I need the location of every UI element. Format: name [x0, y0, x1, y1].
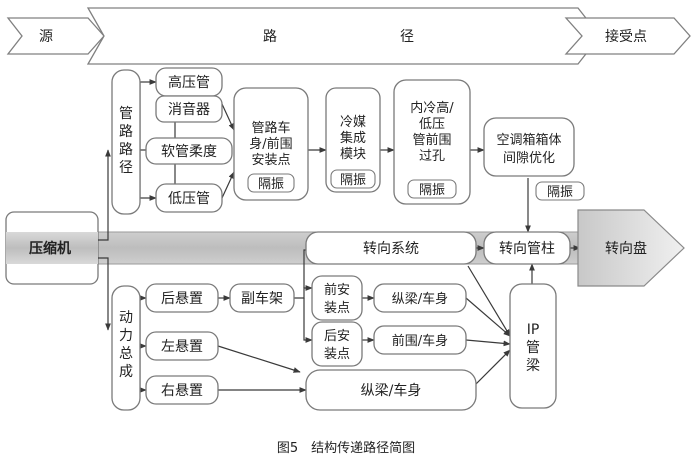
body-mount-line-1: 管路车 — [251, 120, 290, 136]
pipeline-char-4: 径 — [119, 160, 133, 176]
right-mount-box — [145, 375, 219, 405]
rail-body-2-box — [305, 369, 477, 411]
ip-beam-box — [509, 283, 557, 409]
low-pressure-pipe-label: 低压管 — [168, 191, 210, 207]
steering-system-box — [305, 231, 477, 265]
powertrain-char-3: 总 — [119, 346, 133, 362]
dash-line-3: 管前围 — [412, 132, 451, 148]
left-mount-box — [145, 331, 219, 361]
rail-body-1-label: 纵梁/车身 — [392, 291, 448, 307]
hvac-gap-box — [483, 117, 575, 177]
body-mount-iso-label: 隔振 — [258, 177, 284, 192]
left-mount-label: 左悬置 — [161, 339, 203, 355]
powertrain-char-2: 力 — [119, 328, 133, 344]
header-receiver-label: 接受点 — [605, 28, 647, 45]
subframe-box — [229, 283, 295, 313]
figure-caption: 图5 结构传递路径简图 — [277, 440, 415, 456]
front-mount-point-line-2: 装点 — [324, 301, 350, 316]
refrigerant-line-3: 模块 — [340, 147, 366, 162]
rail-body-2-label: 纵梁/车身 — [361, 382, 422, 399]
body-mount-iso-box — [247, 173, 295, 193]
steering-wheel-label: 转向盘 — [605, 240, 647, 257]
muffler-box — [155, 95, 223, 123]
rear-mount-point-line-2: 装点 — [324, 347, 350, 362]
refrigerant-iso-box — [330, 169, 376, 189]
low-pressure-pipe-box — [155, 183, 223, 213]
right-mount-label: 右悬置 — [161, 383, 203, 399]
powertrain-char-4: 成 — [119, 364, 133, 380]
muffler-label: 消音器 — [168, 101, 210, 118]
rear-mount-box — [145, 283, 219, 313]
body-mount-box — [233, 87, 309, 201]
dash-line-2: 低压 — [419, 117, 445, 132]
ip-beam-line-2: 管 — [526, 340, 540, 356]
refrigerant-line-2: 集成 — [340, 130, 366, 146]
steering-column-box — [483, 231, 571, 265]
header-source-label: 源 — [39, 29, 53, 45]
header-path-chevron — [86, 7, 601, 65]
body-mount-line-2: 身/前围 — [249, 136, 292, 152]
ip-beam-line-3: 梁 — [526, 358, 540, 374]
refrigerant-line-1: 冷媒 — [340, 115, 366, 130]
steering-system-label: 转向系统 — [363, 241, 419, 257]
rear-mount-label: 后悬置 — [161, 291, 203, 307]
dash-iso-box — [407, 179, 457, 199]
hose-flex-label: 软管柔度 — [161, 144, 217, 160]
ip-beam-line-1: IP — [527, 322, 540, 338]
body-mount-line-3: 安装点 — [251, 153, 290, 168]
steering-wheel-arrow — [577, 209, 685, 287]
refrigerant-iso-label: 隔振 — [340, 173, 366, 188]
powertrain-box — [111, 285, 141, 411]
pipeline-char-3: 路 — [119, 142, 133, 158]
compressor-band-overlay — [6, 232, 98, 264]
pipeline-char-2: 路 — [119, 124, 133, 140]
powertrain-char-1: 动 — [119, 310, 133, 326]
dash-line-1: 内冷高/ — [410, 100, 454, 116]
dash-iso-label: 隔振 — [419, 183, 445, 198]
hose-flex-box — [145, 137, 233, 165]
hvac-line-2: 间隙优化 — [503, 151, 555, 166]
subframe-label: 副车架 — [241, 290, 283, 307]
hvac-iso-label: 隔振 — [547, 185, 573, 200]
hvac-line-1: 空调箱箱体 — [496, 132, 561, 148]
high-pressure-pipe-label: 高压管 — [168, 74, 210, 91]
pipeline-path-box — [111, 69, 141, 215]
header-receiver-chevron — [564, 17, 691, 55]
hvac-iso-box — [535, 181, 585, 201]
dash-body-label: 前围/车身 — [392, 333, 448, 349]
rear-mount-point-box — [311, 321, 363, 367]
rear-mount-point-line-1: 后安 — [324, 329, 350, 344]
pipeline-char-1: 管 — [119, 106, 133, 122]
dash-line-4: 过孔 — [419, 149, 445, 164]
header-band: 源 路 径 接受点 — [6, 7, 691, 65]
header-source-chevron — [6, 17, 105, 55]
front-mount-point-line-1: 前安 — [324, 282, 350, 298]
header-path-right: 径 — [400, 29, 414, 45]
header-path-left: 路 — [263, 29, 277, 45]
steering-column-label: 转向管柱 — [499, 241, 555, 257]
dash-body-box — [373, 325, 467, 355]
dash-passthrough-box — [393, 79, 471, 205]
front-mount-point-box — [311, 275, 363, 321]
compressor-label: 压缩机 — [29, 240, 71, 257]
refrigerant-module-box — [325, 87, 381, 193]
rail-body-1-box — [373, 283, 467, 313]
